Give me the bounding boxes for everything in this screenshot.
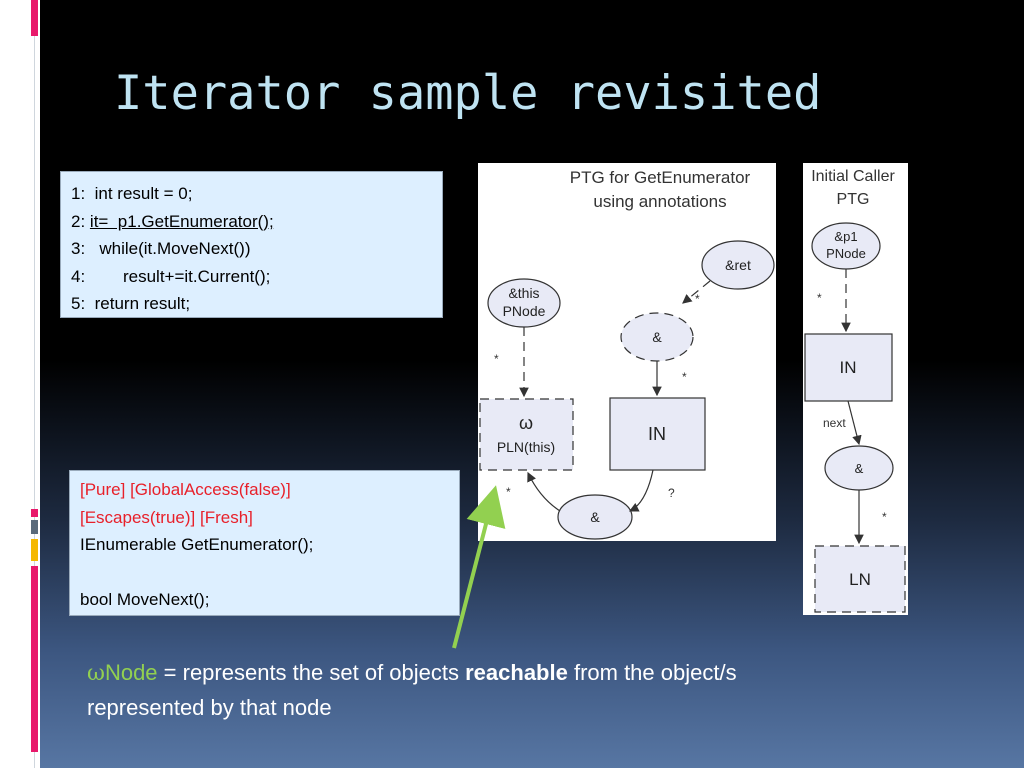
ln-label: LN [849, 570, 871, 589]
amp-bottom-label: & [590, 509, 600, 525]
code-line-1: 1: int result = 0; [71, 184, 193, 203]
p1-label-2: PNode [826, 246, 866, 261]
ret-node [701, 240, 775, 290]
pink-bar-long [31, 566, 38, 752]
caption-text-2: from the object/s [567, 660, 737, 685]
caption-bold-reachable: reachable [465, 660, 568, 685]
annotation-attributes-2: [Escapes(true)] [Fresh] [80, 507, 253, 527]
star-this-omega: * [494, 352, 499, 366]
star-ret-amp: * [695, 292, 700, 306]
ptg2-title-line2: PTG [837, 191, 870, 208]
code-line-5: 5: return result; [71, 294, 191, 313]
ptg1-title-line2: using annotations [593, 192, 726, 211]
q-in-amp: ? [668, 486, 675, 500]
left-margin-strip [0, 0, 40, 768]
in-label: IN [648, 424, 666, 444]
caption: ωNode = represents the set of objects re… [87, 656, 947, 725]
amp-label-caller: & [855, 461, 864, 476]
caption-line-2: represented by that node [87, 695, 332, 720]
annotation-box: [Pure] [GlobalAccess(false)] [Escapes(tr… [69, 470, 460, 616]
omega-pln-node [479, 398, 574, 471]
star-amp-ln: * [882, 510, 887, 524]
star-amp-omega: * [506, 485, 511, 499]
next-label: next [823, 416, 846, 430]
signature-getenumerator: IEnumerable GetEnumerator(); [80, 535, 314, 554]
star-p1-in: * [817, 291, 822, 305]
ptg2-title-line1: Initial Caller [811, 168, 895, 185]
p1-label-1: &p1 [834, 229, 857, 244]
amp-top-label: & [652, 329, 662, 345]
amp-bottom-node [557, 494, 633, 540]
star-amp-in: * [682, 370, 687, 384]
edge-in-amp-caller [847, 400, 862, 446]
code-box: 1: int result = 0; 2: it= p1.GetEnumerat… [60, 171, 443, 318]
yellow-bar [31, 539, 38, 561]
slide-title: Iterator sample revisited [114, 66, 822, 121]
code-line-4: 4: result+=it.Current(); [71, 266, 271, 286]
ptg1-title-line1: PTG for GetEnumerator [570, 168, 751, 187]
caption-node-word: Node [104, 660, 158, 685]
this-label-2: PNode [503, 303, 546, 319]
grey-bar [31, 520, 38, 534]
pln-label: PLN(this) [497, 439, 555, 455]
caption-text-1: = represents the set of objects [157, 660, 466, 685]
pink-bar-small [31, 509, 38, 517]
annotation-attributes-1: [Pure] [GlobalAccess(false)] [80, 480, 291, 499]
signature-movenext: bool MoveNext(); [80, 590, 210, 609]
margin-line [0, 0, 35, 768]
in-node [609, 397, 706, 471]
ret-label: &ret [725, 257, 751, 273]
omega-symbol: ω [87, 661, 105, 686]
pink-bar-top [31, 0, 38, 36]
omega-label: ω [519, 413, 533, 433]
ptg-getenumerator-panel: PTG for GetEnumerator using annotations … [478, 163, 776, 541]
code-line-2: 2: it= p1.GetEnumerator(); [71, 211, 274, 231]
edge-amp-omega [527, 471, 561, 512]
ln-node [814, 545, 906, 613]
edge-ret-amp [682, 280, 711, 304]
this-label-1: &this [508, 285, 539, 301]
code-line-3: 3: while(it.MoveNext()) [71, 239, 251, 258]
ptg-caller-panel: Initial Caller PTG &p1 PNode * IN next &… [803, 163, 908, 615]
in-node-caller [804, 333, 893, 402]
edge-in-amp [628, 469, 654, 512]
in-label-caller: IN [840, 358, 857, 377]
